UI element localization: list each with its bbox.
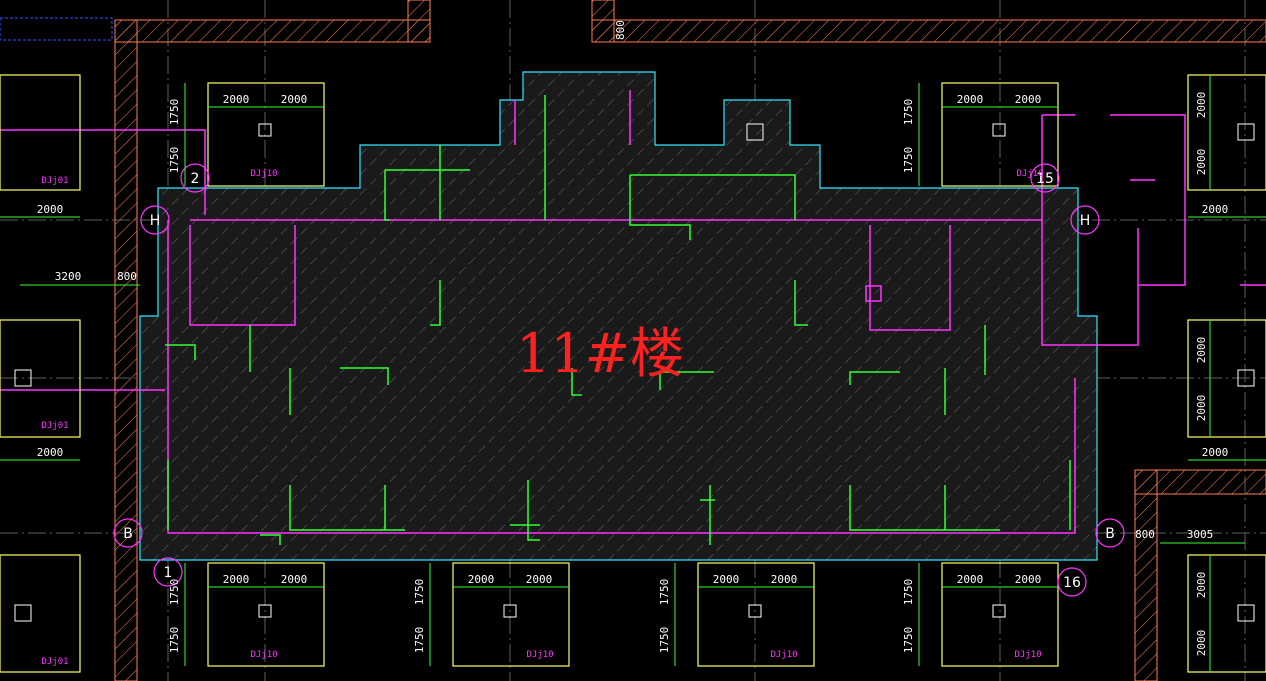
beams <box>0 90 1266 534</box>
dim-text: 2000 <box>1015 93 1042 106</box>
footings <box>0 74 1266 673</box>
dim-text: 2000 <box>1195 149 1208 176</box>
column-piers <box>14 123 1255 622</box>
dim-text: 1750 <box>658 579 671 606</box>
dim-text: 1750 <box>413 627 426 654</box>
axis-label-b-right: B <box>1105 526 1115 542</box>
footing-tag: DJj10 <box>250 650 277 660</box>
footing-tag: DJj10 <box>1016 169 1043 179</box>
footing-tag: DJj10 <box>770 650 797 660</box>
footing-tag: DJj10 <box>526 650 553 660</box>
dim-text: 2000 <box>1195 337 1208 364</box>
footing-tag: DJj01 <box>41 657 68 667</box>
dim-text: 2000 <box>713 573 740 586</box>
axis-label-h-left: H <box>150 213 161 229</box>
dim-text: 2000 <box>957 573 984 586</box>
dim-text: 2000 <box>281 573 308 586</box>
dim-text: 2000 <box>1015 573 1042 586</box>
dim-text: 2000 <box>37 446 64 459</box>
building-slab <box>139 71 1098 561</box>
footing-tag: DJj01 <box>41 176 68 186</box>
axis-label-2: 2 <box>191 171 200 187</box>
dim-text: 1750 <box>902 579 915 606</box>
dim-text: 2000 <box>281 93 308 106</box>
dim-text: 2000 <box>468 573 495 586</box>
dim-text: 1750 <box>168 627 181 654</box>
axis-label-15: 15 <box>1036 171 1054 187</box>
dim-text: 1750 <box>902 627 915 654</box>
dim-text: 1750 <box>902 99 915 126</box>
dim-text: 2000 <box>223 93 250 106</box>
dim-text: 2000 <box>771 573 798 586</box>
dim-text-3200: 3200 <box>55 270 82 283</box>
dim-text: 1750 <box>658 627 671 654</box>
dim-text-800-top: 800 <box>614 20 627 40</box>
dim-text: 1750 <box>413 579 426 606</box>
dim-text: 2000 <box>1195 92 1208 119</box>
dim-text-800-left: 800 <box>117 270 137 283</box>
dim-text: 2000 <box>223 573 250 586</box>
axis-label-h-right: H <box>1080 213 1091 229</box>
axis-label-16: 16 <box>1063 575 1081 591</box>
dim-text: 1750 <box>168 147 181 174</box>
dim-text: 2000 <box>526 573 553 586</box>
building-label: 11#楼 <box>516 322 684 385</box>
dim-text: 1750 <box>168 579 181 606</box>
axis-label-b-left: B <box>123 526 133 542</box>
dimension-lines <box>0 75 1266 672</box>
dim-text: 2000 <box>1195 572 1208 599</box>
dim-text-800-right: 800 <box>1135 528 1155 541</box>
dim-text-3005: 3005 <box>1187 528 1214 541</box>
dim-text: 1750 <box>168 99 181 126</box>
dim-text: 2000 <box>1202 203 1229 216</box>
dim-text: 1750 <box>902 147 915 174</box>
dim-text: 2000 <box>1195 630 1208 657</box>
footing-tag: DJj10 <box>250 169 277 179</box>
dim-text: 2000 <box>957 93 984 106</box>
footing-tag: DJj10 <box>1014 650 1041 660</box>
axis-label-1: 1 <box>164 565 173 581</box>
dim-text: 2000 <box>37 203 64 216</box>
axis-bubbles <box>113 163 1125 597</box>
footing-tag: DJj01 <box>41 421 68 431</box>
dim-text: 2000 <box>1202 446 1229 459</box>
dim-text: 2000 <box>1195 395 1208 422</box>
shear-walls <box>165 95 1071 545</box>
